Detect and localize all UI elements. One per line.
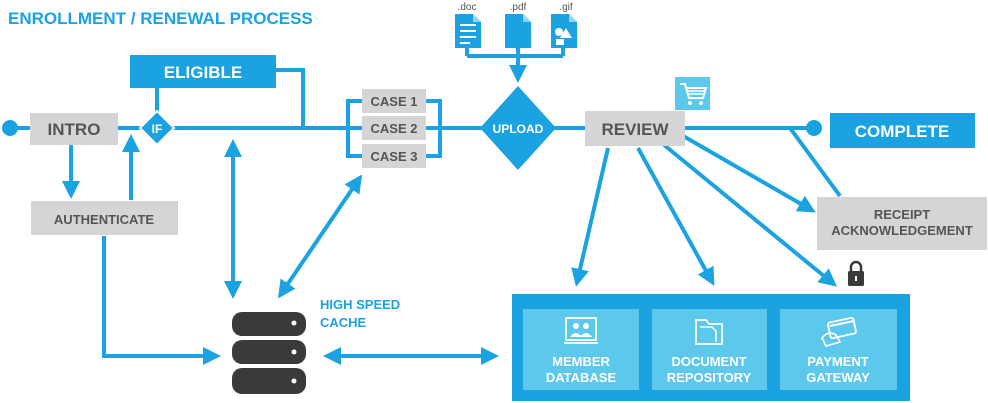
authenticate-box [31, 201, 178, 235]
member-database-line1: MEMBER [552, 354, 610, 369]
if-label: IF [152, 122, 163, 136]
flow-arrows [62, 65, 837, 365]
member-database-line2: DATABASE [546, 370, 617, 385]
case-1-label: CASE 1 [371, 94, 418, 109]
payment-gateway-line2: GATEWAY [806, 370, 870, 385]
upload-label: UPLOAD [493, 122, 544, 136]
gif-file-icon [551, 14, 577, 48]
receipt-label-line1: RECEIPT [874, 207, 930, 222]
case-1-box [362, 89, 426, 113]
review-box [585, 111, 685, 146]
lock-icon [848, 260, 864, 286]
file-type-gif: .gif [559, 2, 573, 13]
case-3-box [362, 144, 426, 168]
document-repository-line1: DOCUMENT [671, 354, 746, 369]
eligible-box [130, 55, 276, 88]
cache-label-line2: CACHE [320, 315, 367, 330]
document-repository-card [652, 309, 767, 390]
document-repository-line2: REPOSITORY [667, 370, 752, 385]
end-dot [806, 120, 822, 136]
intro-label: INTRO [48, 120, 101, 139]
member-database-card [523, 309, 639, 390]
file-type-doc: .doc [458, 2, 477, 13]
case-2-label: CASE 2 [371, 121, 418, 136]
folder-icon [695, 319, 723, 345]
eligible-label: ELIGIBLE [164, 63, 242, 82]
if-diamond [138, 109, 176, 147]
page-title: ENROLLMENT / RENEWAL PROCESS [8, 9, 313, 28]
receipt-label-line2: ACKNOWLEDGEMENT [831, 223, 973, 238]
credit-card-icon [821, 316, 857, 347]
review-label: REVIEW [601, 120, 669, 139]
cache-label-line1: HIGH SPEED [320, 297, 400, 312]
upload-diamond [480, 86, 556, 170]
pdf-file-icon [505, 14, 531, 48]
complete-label: COMPLETE [855, 122, 949, 141]
case-3-label: CASE 3 [371, 149, 418, 164]
payment-gateway-card [780, 309, 897, 390]
database-icon [232, 312, 306, 394]
case-2-box [362, 116, 426, 140]
intro-box [30, 113, 118, 145]
receipt-box [817, 197, 987, 250]
file-type-pdf: .pdf [510, 2, 527, 13]
members-icon [564, 317, 598, 344]
complete-box [830, 113, 975, 148]
start-dot [2, 120, 18, 136]
shopping-cart-icon [675, 77, 710, 110]
doc-file-icon [455, 14, 481, 48]
payment-gateway-line1: PAYMENT [807, 354, 868, 369]
authenticate-label: AUTHENTICATE [54, 212, 154, 227]
